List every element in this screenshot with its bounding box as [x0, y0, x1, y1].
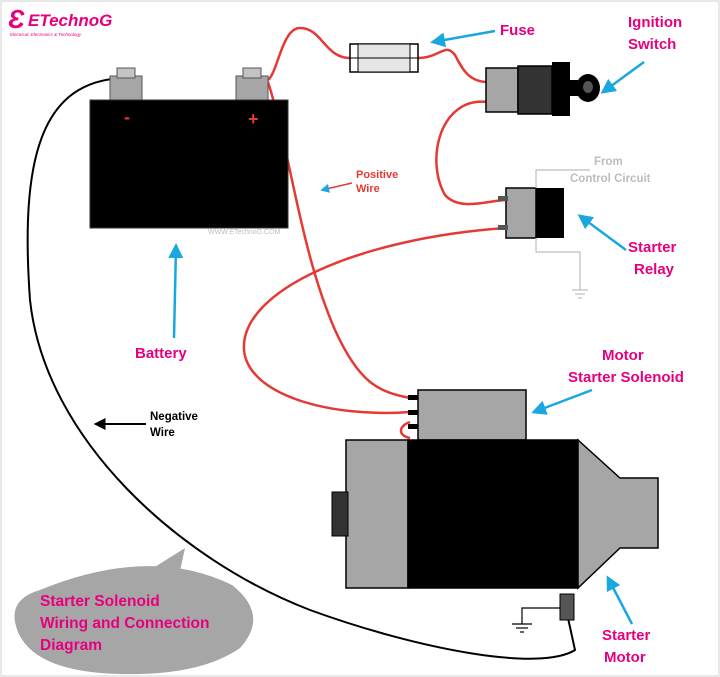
ignition-switch — [485, 62, 600, 116]
starter-motor-label-1: Starter — [602, 627, 651, 644]
starter-relay — [498, 169, 590, 299]
wire-solenoid-to-motor — [399, 420, 411, 440]
title-line-2: Wiring and Connection — [40, 615, 210, 632]
starter-relay-label-1: Starter — [628, 239, 677, 256]
fuse-label: Fuse — [500, 22, 535, 39]
negative-wire-label-2: Wire — [150, 427, 175, 439]
positive-terminal-sign: + — [248, 109, 259, 129]
wire-relay-to-solenoid — [242, 226, 507, 415]
starter-motor — [331, 389, 659, 633]
starter-relay-label-2: Relay — [634, 261, 675, 278]
fuse-arrow — [430, 29, 496, 48]
battery: - + WWW.ETechnoG.COM — [89, 67, 289, 236]
ignition-switch-label-1: Ignition — [628, 14, 682, 31]
from-control-label-1: From — [594, 156, 623, 168]
wire-battery-to-fuse — [267, 26, 351, 81]
watermark: WWW.ETechnoG.COM — [208, 229, 281, 236]
logo-e-letter: Ɛ — [8, 4, 25, 34]
fuse — [349, 43, 419, 73]
title-line-1: Starter Solenoid — [40, 593, 160, 610]
negative-terminal-sign: - — [124, 107, 130, 127]
battery-negative-terminal — [109, 75, 143, 101]
wire-ignition-to-relay — [435, 100, 507, 206]
starter-motor-label-2: Motor — [604, 649, 646, 666]
motor-front-housing — [577, 438, 659, 590]
logo-name: ETechnoG — [28, 11, 112, 30]
positive-wire-label-2: Wire — [356, 183, 380, 195]
battery-label: Battery — [135, 345, 187, 362]
from-control-label-2: Control Circuit — [570, 173, 651, 185]
solenoid-label-1: Motor — [602, 347, 644, 364]
battery-arrow — [168, 243, 184, 339]
positive-wire-label-1: Positive — [356, 169, 398, 181]
positive-wire — [266, 81, 411, 400]
wire-fuse-to-ignition — [417, 48, 489, 84]
title-line-3: Diagram — [40, 637, 102, 654]
negative-wire — [26, 77, 577, 660]
solenoid-label-2: Starter Solenoid — [568, 369, 684, 386]
title-bubble: Starter Solenoid Wiring and Connection D… — [14, 548, 254, 675]
battery-body — [89, 99, 289, 229]
motor-body — [407, 439, 579, 589]
ignition-switch-label-2: Switch — [628, 36, 676, 53]
ignition-arrow — [600, 60, 645, 94]
motor-arrow — [606, 575, 634, 625]
positive-wire-arrow — [320, 182, 353, 193]
solenoid-arrow — [531, 388, 593, 415]
battery-positive-terminal — [235, 75, 269, 101]
starter-solenoid — [417, 389, 527, 441]
etechnog-logo: Ɛ ETechnoG Electrical, Electronics & Tec… — [8, 4, 112, 37]
negative-wire-label-1: Negative — [150, 411, 198, 423]
relay-arrow — [577, 214, 627, 252]
logo-tagline: Electrical, Electronics & Technology — [10, 32, 82, 37]
